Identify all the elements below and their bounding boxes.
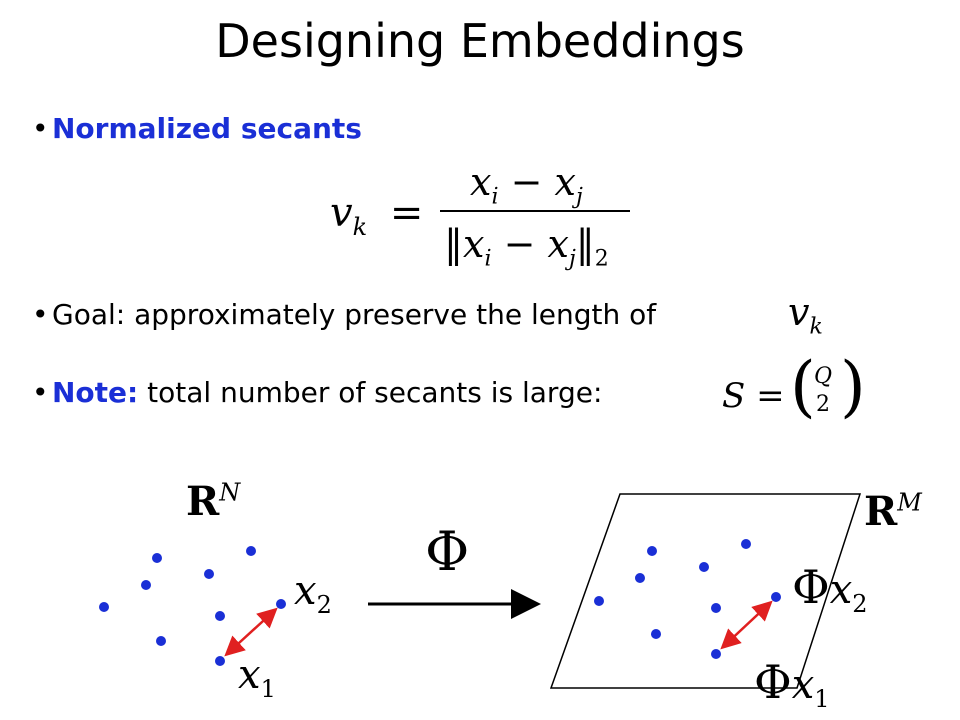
rn-base: R — [186, 478, 220, 525]
goal-text: Goal: approximately preserve the length … — [52, 298, 657, 331]
binom-paren-left: ( — [790, 348, 816, 425]
num-i: i — [491, 184, 499, 210]
left-secant-arrow — [224, 607, 278, 657]
bullet-goal: •Goal: approximately preserve the length… — [32, 298, 656, 331]
binom-bottom: 2 — [816, 392, 830, 417]
phi-x1-phi: Φ — [754, 655, 792, 709]
note-text: total number of secants is large: — [147, 376, 603, 409]
phi-x2-phi: Φ — [792, 560, 830, 614]
point — [651, 629, 661, 639]
label-space-rn: RN — [186, 478, 240, 525]
den-j: j — [568, 246, 576, 272]
bullet-normalized-secants: •Normalized secants — [32, 112, 362, 145]
fraction-bar — [440, 210, 630, 212]
den-minus: − — [503, 222, 536, 266]
den-x: x — [463, 222, 485, 266]
right-secant-arrow — [720, 600, 773, 650]
num-j: j — [575, 184, 583, 210]
left-point-cloud — [99, 546, 286, 666]
formula-lhs: vk = — [330, 190, 423, 241]
den-i: i — [484, 246, 492, 272]
den-x2: x — [547, 222, 569, 266]
label-phi-x1: Φx1 — [754, 655, 830, 713]
point-x2 — [276, 599, 286, 609]
x1-base: x — [238, 652, 261, 698]
goal-k: k — [809, 314, 823, 340]
num-x2: x — [554, 160, 576, 204]
formula-k: k — [352, 213, 368, 241]
num-x: x — [470, 160, 492, 204]
formula-v: v — [330, 190, 353, 236]
note-lhs: S = — [722, 376, 785, 416]
label-x2: x2 — [294, 568, 332, 619]
label-phi-x2: Φx2 — [792, 560, 868, 618]
point — [711, 603, 721, 613]
norm-open: ‖ — [444, 222, 463, 266]
den-2: 2 — [594, 246, 609, 272]
bullet-label: Normalized secants — [52, 112, 362, 145]
phi-x2-sub: 2 — [852, 590, 868, 618]
map-phi-label: Φ — [425, 520, 470, 583]
formula-numerator: xi − xj — [470, 160, 583, 210]
point — [215, 611, 225, 621]
point — [204, 569, 214, 579]
slide-title: Designing Embeddings — [215, 14, 745, 68]
bullet-note: •Note: total number of secants is large: — [32, 376, 602, 409]
point — [741, 539, 751, 549]
formula-denominator: ‖xi − xj‖2 — [444, 222, 609, 272]
bullet-dot: • — [32, 376, 49, 409]
phi-x1-base: x — [791, 662, 815, 708]
num-minus: − — [510, 160, 543, 204]
rm-sup: M — [897, 488, 922, 517]
point-phi-x1 — [711, 649, 721, 659]
subspace-plane — [549, 493, 862, 689]
note-label: Note: — [52, 376, 139, 409]
bullet-dot: • — [32, 112, 49, 145]
goal-v: v — [788, 290, 810, 334]
binom-top: Q — [814, 364, 833, 389]
rn-sup: N — [219, 478, 241, 507]
label-space-rm: RM — [864, 488, 922, 535]
point — [99, 602, 109, 612]
rm-base: R — [864, 488, 898, 535]
point-x1 — [215, 656, 225, 666]
bullet-dot: • — [32, 298, 49, 331]
x2-sub: 2 — [316, 591, 332, 619]
point — [152, 553, 162, 563]
point-phi-x2 — [771, 592, 781, 602]
label-x1: x1 — [238, 652, 276, 703]
x2-base: x — [294, 568, 317, 614]
binom-paren-right: ) — [840, 348, 866, 425]
point — [635, 573, 645, 583]
point — [156, 636, 166, 646]
norm-close: ‖ — [575, 222, 595, 266]
point — [647, 546, 657, 556]
formula-equals: = — [389, 190, 424, 236]
point — [141, 580, 151, 590]
point — [699, 562, 709, 572]
goal-variable: vk — [788, 290, 823, 340]
phi-x2-base: x — [829, 567, 853, 613]
right-point-cloud — [594, 539, 781, 659]
x1-sub: 1 — [260, 675, 276, 703]
point — [246, 546, 256, 556]
phi-x1-sub: 1 — [814, 685, 830, 713]
point — [594, 596, 604, 606]
